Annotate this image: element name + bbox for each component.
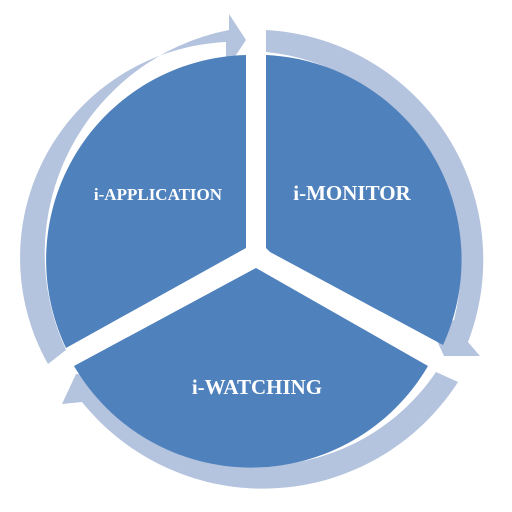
label-application: i-APPLICATION — [94, 185, 223, 204]
ring-arrows — [20, 14, 484, 489]
segment-application — [46, 55, 247, 348]
label-watching: i-WATCHING — [192, 375, 322, 399]
segment-watching — [74, 268, 428, 468]
ring-arrow-right-to-bottom — [266, 30, 484, 356]
label-monitor: i-MONITOR — [293, 181, 411, 205]
ring-arrow-bottom-to-left — [62, 372, 458, 489]
ring-arrow-top-to-right — [20, 14, 246, 364]
segments — [46, 55, 462, 468]
segment-monitor — [266, 55, 462, 345]
